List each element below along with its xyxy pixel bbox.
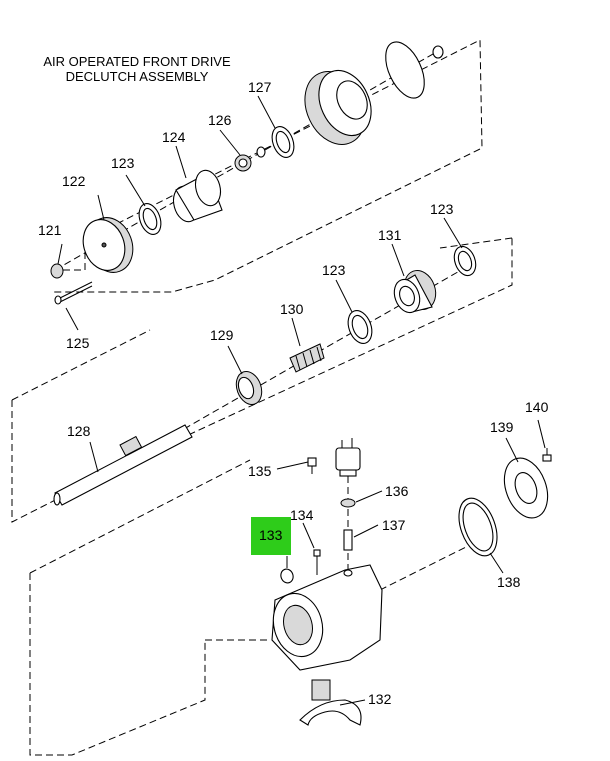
- piston-124: [172, 169, 223, 223]
- washer-129: [235, 371, 263, 405]
- screw-134: [313, 549, 321, 575]
- callout-131[interactable]: 131: [378, 227, 402, 243]
- callout-138[interactable]: 138: [497, 574, 521, 590]
- callout-123-right[interactable]: 123: [430, 201, 454, 217]
- gasket-138: [458, 497, 498, 557]
- cover-122: [82, 217, 134, 273]
- callout-140[interactable]: 140: [525, 399, 549, 415]
- cover-plate-139: [503, 457, 549, 519]
- callout-126[interactable]: 126: [208, 112, 232, 128]
- o-ring-123-top: [138, 203, 162, 235]
- bolt-140: [542, 448, 552, 462]
- callout-121[interactable]: 121: [38, 222, 62, 238]
- callout-129[interactable]: 129: [210, 327, 234, 343]
- o-ring-123-middle: [347, 310, 373, 344]
- callout-123-top[interactable]: 123: [111, 155, 135, 171]
- callout-124[interactable]: 124: [162, 129, 186, 145]
- bolt-125: [54, 281, 93, 305]
- switch-sensor: [335, 438, 361, 570]
- washer-136: [340, 498, 356, 508]
- callout-139[interactable]: 139: [490, 419, 514, 435]
- highlight-box-133[interactable]: [251, 517, 291, 555]
- screw-135: [307, 457, 317, 474]
- callout-123-middle[interactable]: 123: [322, 262, 346, 278]
- piston-131: [393, 270, 437, 314]
- plug-133: [280, 568, 294, 584]
- top-assembly-boundary: [52, 39, 483, 293]
- nut-126: [234, 146, 266, 172]
- callout-128[interactable]: 128: [67, 423, 91, 439]
- leader-lines: [57, 95, 546, 706]
- callout-labels: 121 122 123 124 126 127 125 128 129 130 …: [38, 79, 549, 707]
- piston-rings-assembly: [304, 41, 444, 145]
- callout-127[interactable]: 127: [248, 79, 272, 95]
- callout-125[interactable]: 125: [66, 335, 90, 351]
- plunger-137: [343, 529, 353, 551]
- callout-135[interactable]: 135: [248, 463, 272, 479]
- shaft-128: [53, 424, 193, 506]
- callout-132[interactable]: 132: [368, 691, 392, 707]
- callout-137[interactable]: 137: [382, 517, 406, 533]
- callout-133[interactable]: 133: [259, 527, 283, 543]
- o-ring-127: [271, 126, 295, 158]
- housing: [271, 564, 383, 671]
- plug-121: [50, 263, 64, 279]
- callout-130[interactable]: 130: [280, 301, 304, 317]
- diagram-title-line-2: DECLUTCH ASSEMBLY: [66, 69, 209, 84]
- bottom-assembly-boundary: [29, 459, 471, 756]
- diagram-title-line-1: AIR OPERATED FRONT DRIVE: [43, 54, 231, 69]
- o-ring-123-right: [453, 245, 477, 277]
- callout-134[interactable]: 134: [290, 507, 314, 523]
- callout-136[interactable]: 136: [385, 483, 409, 499]
- callout-122[interactable]: 122: [62, 173, 86, 189]
- shift-fork-132: [299, 679, 362, 726]
- spring-130: [289, 343, 325, 373]
